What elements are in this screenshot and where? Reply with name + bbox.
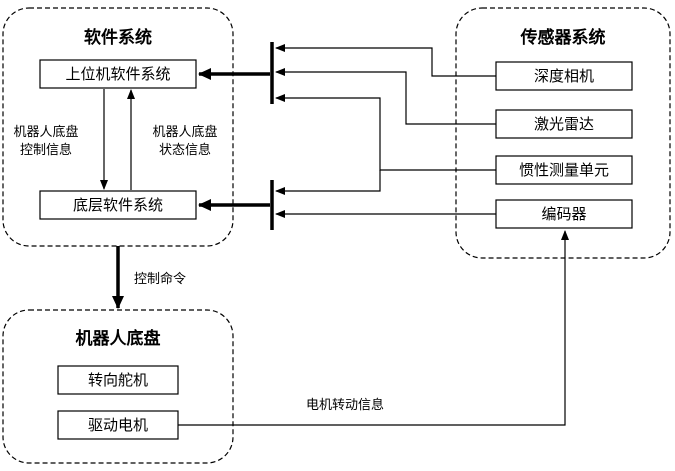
steering-servo-label: 转向舵机 <box>88 371 148 389</box>
imu-label: 惯性测量单元 <box>519 161 609 179</box>
imu-connection-upper <box>275 94 496 171</box>
control-info-label-2: 控制信息 <box>20 142 72 158</box>
drive-motor-box <box>57 410 179 440</box>
control-info-label-1: 机器人底盘 <box>13 124 78 140</box>
encoder-box <box>495 199 633 229</box>
drive-motor-label: 驱动电机 <box>88 416 148 434</box>
robot-chassis-group <box>2 309 234 464</box>
motor-rotation-connection <box>178 230 569 426</box>
sensor-system-title: 传感器系统 <box>520 27 606 48</box>
robot-chassis-title: 机器人底盘 <box>76 328 161 349</box>
software-system-title: 软件系统 <box>84 27 152 48</box>
sensor-system-group <box>455 7 671 259</box>
lower-software-box <box>39 190 197 220</box>
control-command-label: 控制命令 <box>134 271 186 287</box>
upper-software-box <box>39 59 197 89</box>
software-system-group <box>2 7 234 247</box>
status-info-label-1: 机器人底盘 <box>152 124 217 140</box>
imu-box <box>495 155 633 185</box>
lidar-label: 激光雷达 <box>534 115 594 133</box>
lidar-connection <box>275 68 496 125</box>
imu-connection-lower <box>275 170 381 195</box>
motor-rotation-label: 电机转动信息 <box>306 397 384 413</box>
upper-software-label: 上位机软件系统 <box>65 65 170 83</box>
depth-camera-connection <box>275 44 496 77</box>
depth-camera-label: 深度相机 <box>534 67 594 85</box>
status-info-label-2: 状态信息 <box>159 142 211 158</box>
encoder-label: 编码器 <box>541 205 586 223</box>
lower-software-label: 底层软件系统 <box>73 196 163 214</box>
steering-servo-box <box>57 365 179 395</box>
